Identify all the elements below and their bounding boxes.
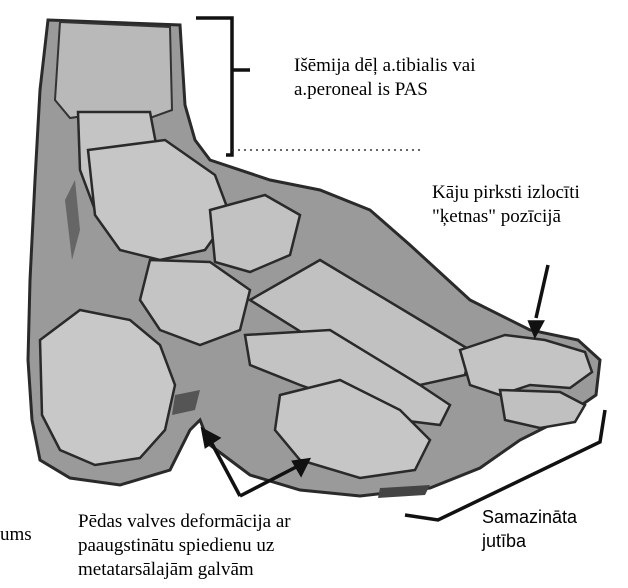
bracket-icon: [196, 18, 250, 155]
label-sens-line2: jutība: [482, 529, 577, 553]
label-sens-line1: Samazināta: [482, 505, 577, 529]
label-arch-line1: Pēdas valves deformācija ar: [78, 510, 291, 534]
label-toes-line1: Kāju pirksti izlocīti: [432, 181, 580, 205]
label-toes: Kāju pirksti izlocīti "ķetnas" pozīcijā: [432, 181, 580, 229]
label-cut-left: ums: [0, 523, 32, 547]
label-ischemia-line2: a.peroneal is PAS: [294, 78, 476, 102]
label-ischemia: Išēmija dēļ a.tibialis vai a.peroneal is…: [294, 54, 476, 102]
label-arch-line3: metatarsālajām galvām: [78, 558, 291, 582]
label-ischemia-line1: Išēmija dēļ a.tibialis vai: [294, 54, 476, 78]
arrow-icon: [530, 265, 548, 335]
label-arch-line2: paaugstinātu spiedienu uz: [78, 534, 291, 558]
label-toes-line2: "ķetnas" pozīcijā: [432, 205, 580, 229]
label-arch-deformity: Pēdas valves deformācija ar paaugstinātu…: [78, 510, 291, 582]
calf-tissue: [55, 22, 172, 118]
label-sensitivity: Samazināta jutība: [482, 505, 577, 553]
